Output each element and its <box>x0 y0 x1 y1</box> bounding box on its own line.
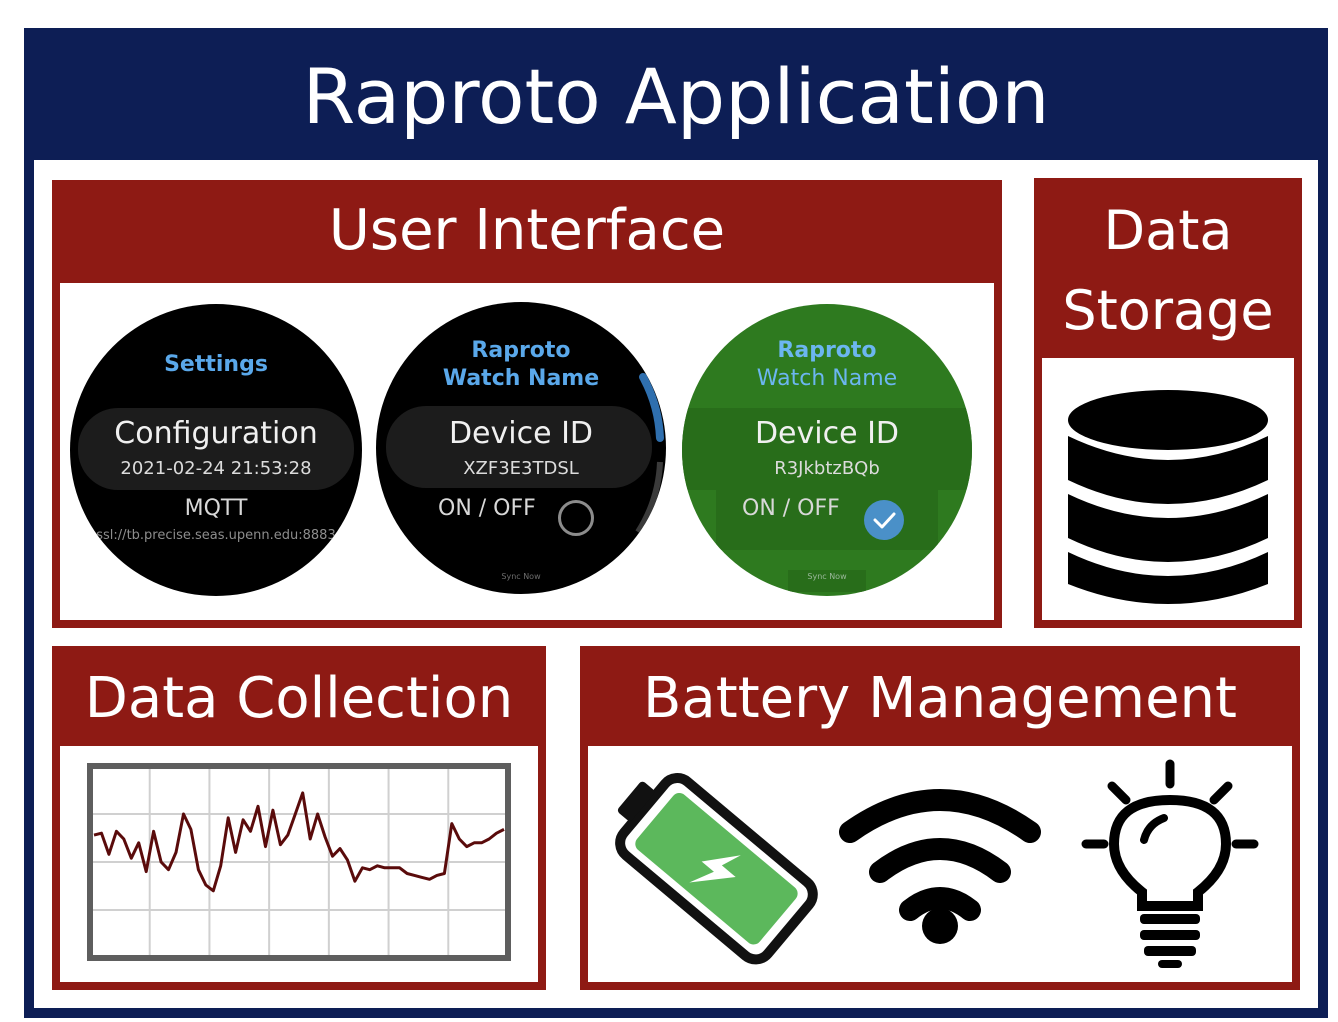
chart-series-line <box>93 791 505 893</box>
watch-device-off-screen: Raproto Watch Name Device ID XZF3E3TDSL … <box>376 302 666 594</box>
database-icon <box>1068 390 1268 604</box>
checkmark-icon <box>873 512 896 529</box>
watch-off-device-row[interactable] <box>386 406 652 488</box>
user-interface-title: User Interface <box>328 198 726 263</box>
watch-device-on-screen: Raproto Watch Name Device ID R3JkbtzBQb … <box>682 304 972 596</box>
watch-settings-config-title: Configuration <box>114 416 318 451</box>
wifi-icon <box>839 789 1041 944</box>
watch-off-sync-button[interactable]: Sync Now <box>501 572 541 581</box>
watch-off-app-name: Raproto <box>471 338 571 363</box>
watch-off-toggle-label: ON / OFF <box>438 496 536 521</box>
data-collection-title: Data Collection <box>84 666 514 731</box>
watch-on-sync-button[interactable]: Sync Now <box>807 572 847 581</box>
lightbulb-icon <box>1081 759 1259 968</box>
watch-on-sync-row <box>788 570 866 592</box>
watch-scroll-indicator <box>635 373 664 534</box>
watch-on-device-row[interactable] <box>682 408 972 490</box>
data-storage-title-line1: Data <box>1103 199 1233 262</box>
watch-off-watch-name: Watch Name <box>442 366 600 391</box>
watch-settings-mqtt-url: ssl://tb.precise.seas.upenn.edu:8883 <box>96 528 336 543</box>
data-storage-title-line2: Storage <box>1062 279 1274 342</box>
watch-settings-header: Settings <box>164 352 268 377</box>
data-collection-chart <box>87 763 511 961</box>
watch-on-toggle-check-icon[interactable] <box>864 500 904 540</box>
watch-on-watch-name: Watch Name <box>756 366 898 391</box>
watch-settings-screen: Settings Configuration 2021-02-24 21:53:… <box>70 304 362 596</box>
watch-settings-config-date: 2021-02-24 21:53:28 <box>120 458 312 479</box>
watch-settings-mqtt-title[interactable]: MQTT <box>184 496 248 521</box>
watch-off-toggle-icon[interactable] <box>558 500 594 536</box>
battery-management-title: Battery Management <box>643 666 1237 731</box>
battery-charging-icon <box>615 773 818 965</box>
watch-settings-config-row[interactable] <box>78 408 354 490</box>
app-title: Raproto Application <box>302 52 1050 141</box>
watch-on-app-name: Raproto <box>777 338 877 363</box>
watch-on-toggle-label: ON / OFF <box>742 496 840 521</box>
watch-off-device-id: XZF3E3TDSL <box>463 458 579 479</box>
chart-frame <box>87 763 511 961</box>
watch-on-device-id: R3JkbtzBQb <box>774 458 880 479</box>
watch-on-device-title: Device ID <box>754 416 900 451</box>
watch-off-device-title: Device ID <box>448 416 594 451</box>
